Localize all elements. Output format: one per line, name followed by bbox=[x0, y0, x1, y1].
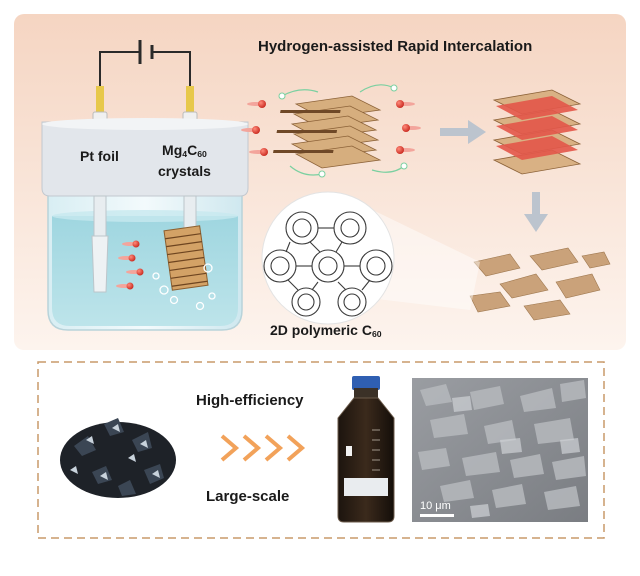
electrolytic-cell bbox=[41, 118, 249, 331]
arrow-right-icon bbox=[440, 120, 486, 144]
high-efficiency-label: High-efficiency bbox=[196, 392, 304, 409]
polymeric-c60-label: 2D polymeric C60 bbox=[270, 322, 382, 340]
chevron-arrows-icon bbox=[220, 434, 306, 462]
mg4c60-crystal-stack bbox=[152, 225, 216, 311]
polymeric-c60-structure bbox=[261, 191, 395, 325]
process-title: Hydrogen-assisted Rapid Intercalation bbox=[258, 38, 533, 55]
intercalant-particles-cell bbox=[116, 240, 144, 290]
dispersion-bottle bbox=[337, 376, 395, 523]
scale-bar-label: 10 μm bbox=[420, 500, 451, 512]
crystal-pile-photo bbox=[60, 418, 176, 498]
mg-lead bbox=[186, 86, 194, 116]
intercalating-stack bbox=[273, 84, 408, 178]
arrow-down-icon bbox=[524, 192, 548, 232]
power-circuit bbox=[99, 40, 191, 96]
expanded-stack bbox=[492, 89, 582, 175]
pt-lead bbox=[96, 86, 104, 116]
exfoliated-flakes bbox=[469, 247, 611, 321]
intercalant-particles-flow bbox=[241, 100, 421, 156]
large-scale-label: Large-scale bbox=[206, 488, 290, 505]
bottom-dashed-panel bbox=[37, 361, 605, 539]
mg4c60-crystals-label: Mg4C60 crystals bbox=[158, 142, 211, 180]
pt-foil-label: Pt foil bbox=[80, 148, 119, 164]
tem-micrograph bbox=[412, 378, 588, 522]
